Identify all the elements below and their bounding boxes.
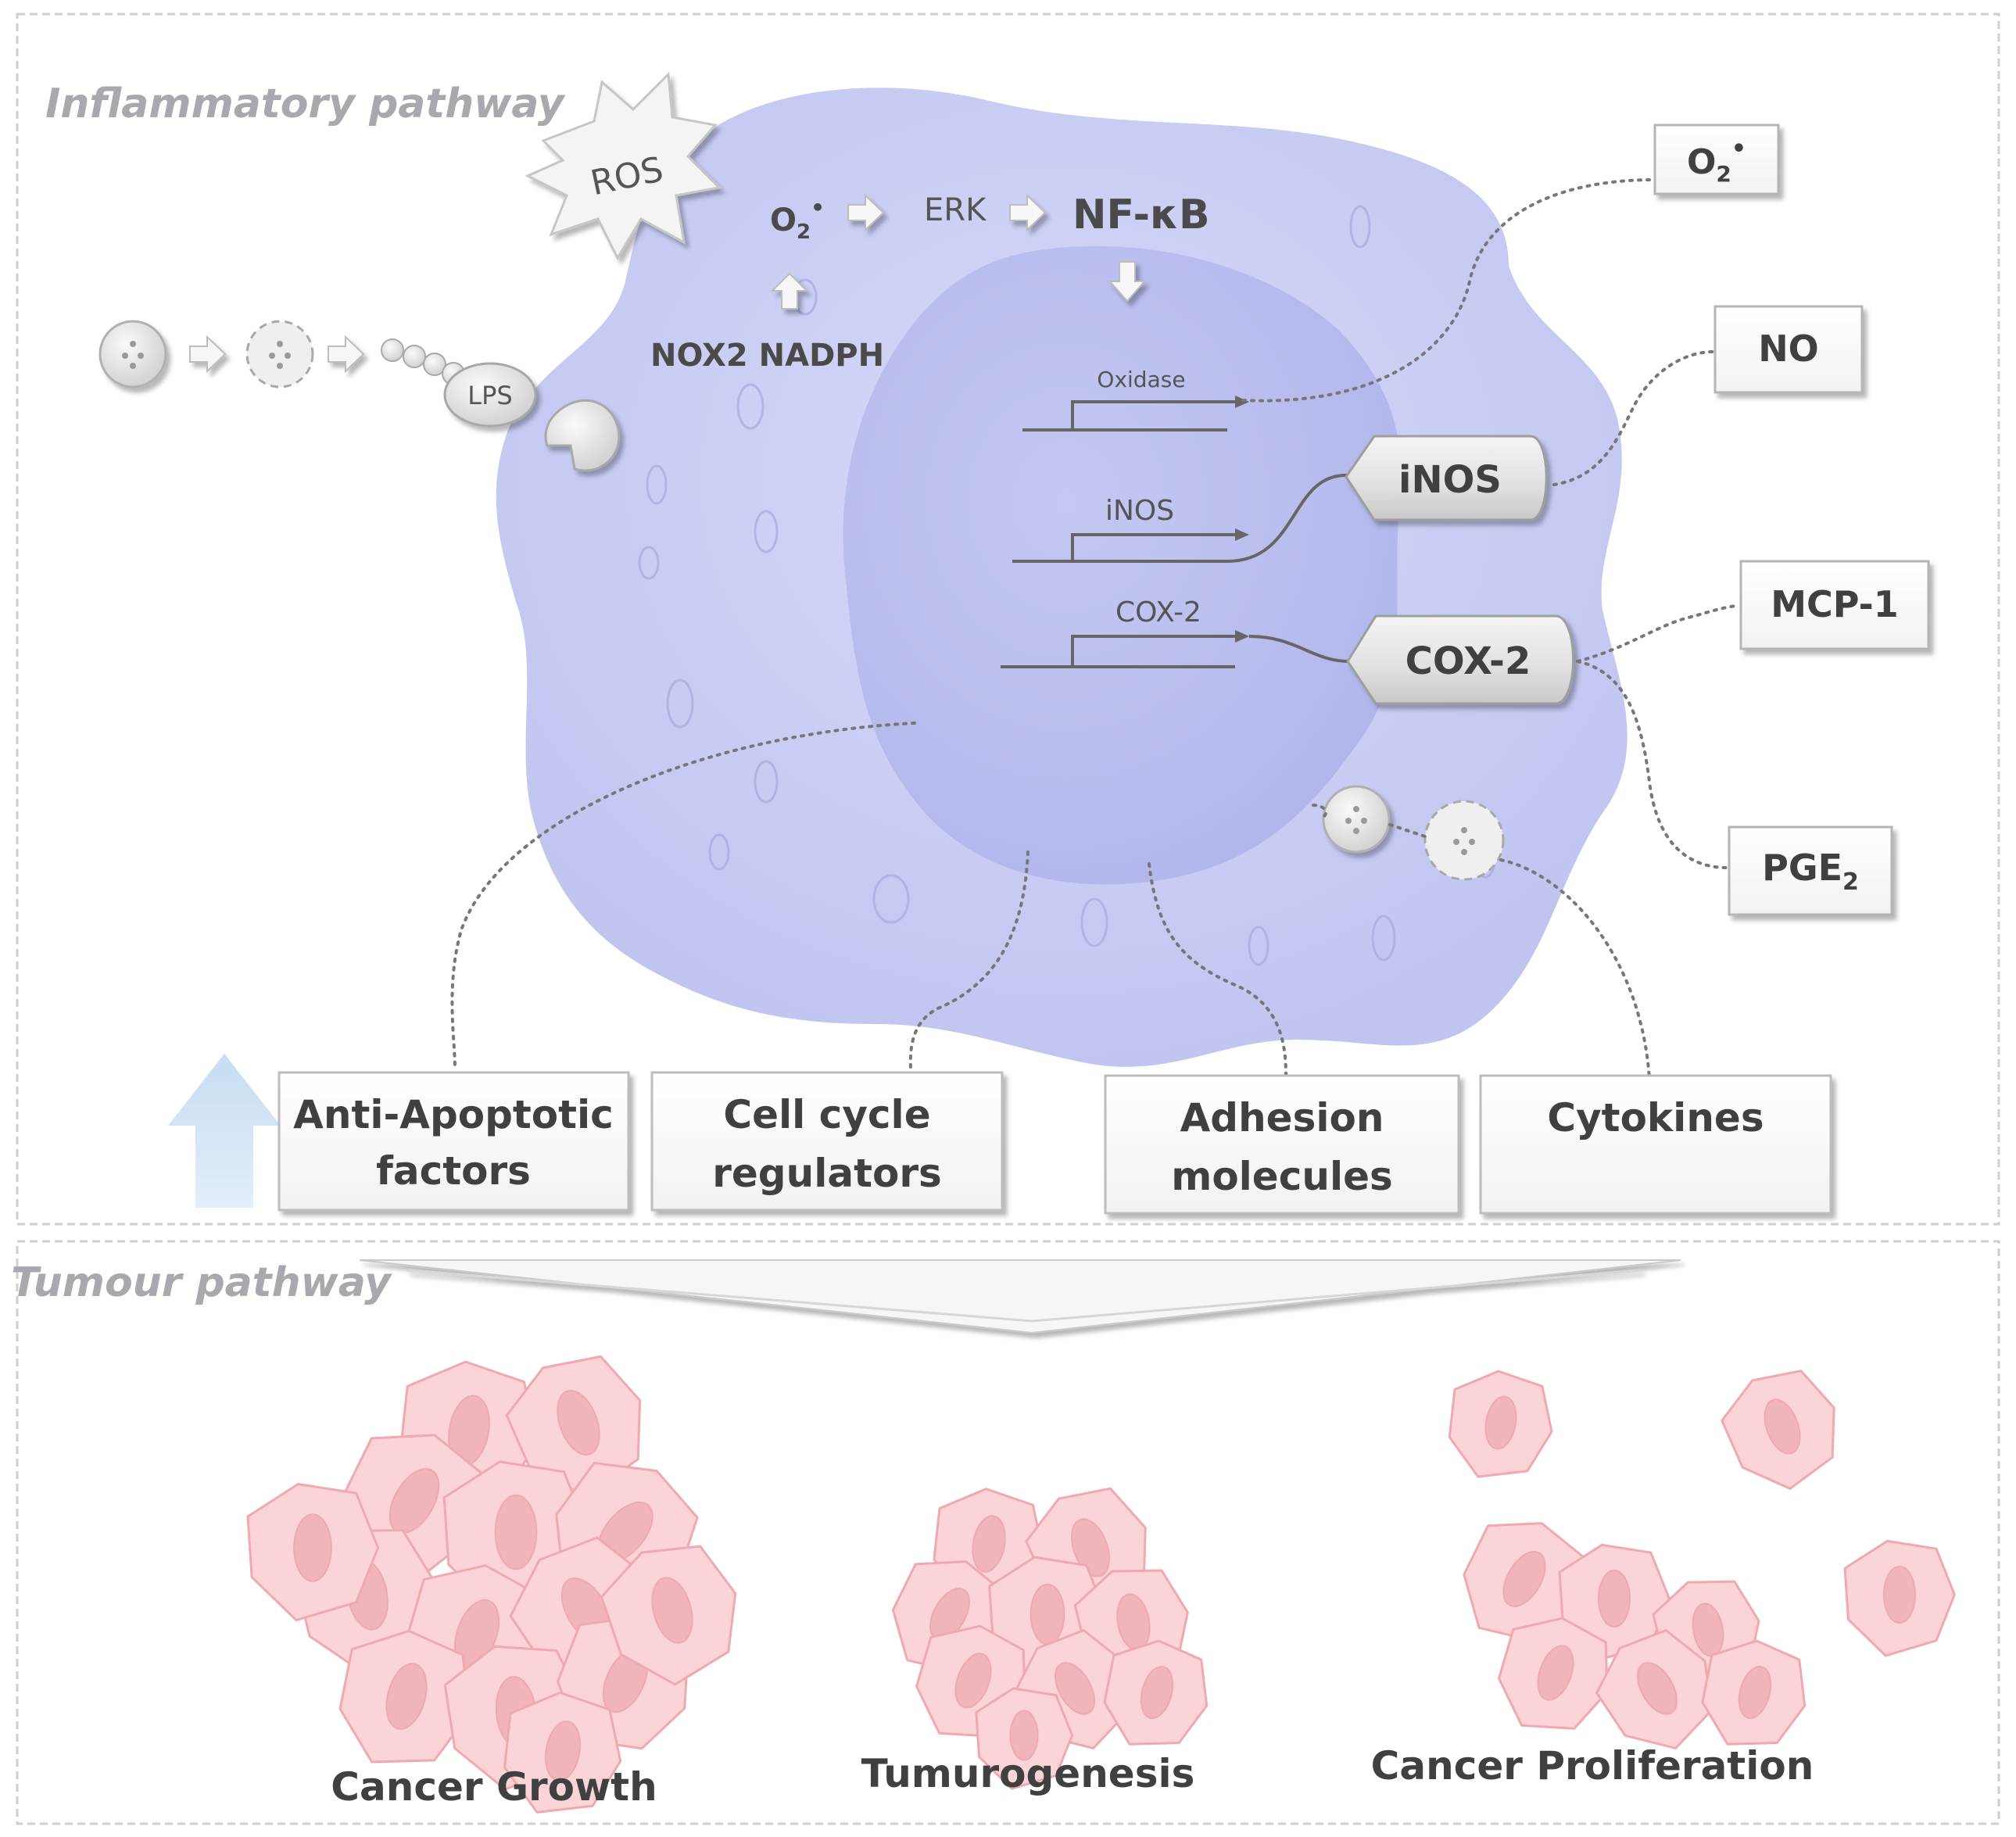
ros-starburst: ROS [525,71,722,261]
cancer-cell-icon [246,1483,380,1622]
cancer-cell-icon [1843,1539,1956,1657]
inflammatory-pathway-title: Inflammatory pathway [45,81,566,127]
outcome-tumurogenesis: Tumurogenesis [861,1751,1195,1796]
factor-anti-apoptotic-line1: Anti-Apoptotic [293,1092,614,1137]
gene-inos-label: iNOS [1105,495,1174,527]
no-product-label: NO [1758,328,1819,370]
cancer-cell-icon [1463,1522,1584,1642]
gene-oxidase: Oxidase [1022,367,1249,431]
factor-box-anti-apoptotic: Anti-Apoptotic factors [278,1071,630,1212]
factor-cell-cycle-line1: Cell cycle [723,1092,930,1137]
cancer-cell-icon [338,1629,471,1764]
gene-cox2: COX-2 [1001,596,1353,668]
tumour-section-frame [16,1240,2000,1825]
factor-adhesion-line2: molecules [1171,1154,1393,1199]
cancer-cell-icon [505,1355,642,1498]
nox2-label: NOX2 NADPH [650,338,884,374]
upregulation-arrow-icon [168,1054,281,1208]
factor-adhesion-line1: Adhesion [1180,1095,1384,1141]
no-product-box: NO [1713,305,1864,394]
mcp1-product-label: MCP-1 [1771,583,1899,625]
arrow-right-icon [189,335,227,374]
mcp1-product-box: MCP-1 [1739,560,1930,650]
cancer-cell-icon [1498,1617,1609,1730]
cytokine-vesicle-icon [1423,800,1505,881]
factor-anti-apoptotic-line2: factors [376,1148,531,1194]
factor-cell-cycle-line2: regulators [712,1151,942,1196]
cancer-cluster-tumurogenesis [891,1487,1209,1790]
cancer-cluster-growth [246,1355,737,1814]
cancer-cell-icon [503,1691,622,1814]
cancer-cluster-proliferation [1448,1370,1956,1749]
pge2-product-label: PGE2 [1762,847,1859,896]
factor-box-adhesion: Adhesion molecules [1104,1074,1460,1215]
arrow-up-icon [770,272,809,310]
gene-cox2-label: COX-2 [1115,596,1201,628]
superoxide-product-box: O2• [1653,124,1780,195]
outcome-cancer-proliferation: Cancer Proliferation [1371,1743,1814,1789]
lps-label: LPS [467,381,512,410]
factor-box-cytokines: Cytokines [1479,1074,1832,1215]
tumour-pathway-title: Tumour pathway [11,1259,392,1306]
cancer-cell-icon [1103,1639,1209,1746]
gene-inos: iNOS [1012,474,1351,563]
arrow-right-icon [328,335,365,374]
funnel-chevron [359,1259,1681,1334]
inflammatory-section-frame [16,13,2000,1226]
cancer-cell-icon [1721,1370,1835,1490]
gene-oxidase-label: Oxidase [1097,367,1185,392]
erk-label: ERK [924,192,987,228]
cox2-protein-label: COX-2 [1405,639,1531,683]
outcome-cancer-growth: Cancer Growth [331,1764,657,1810]
inos-protein: iNOS [1345,435,1548,521]
lps-molecule [443,362,537,428]
cox2-protein: COX-2 [1346,614,1574,705]
lps-entry-path: LPS [98,320,621,472]
vesicle-icon [98,320,167,389]
inos-protein-label: iNOS [1398,458,1502,502]
cancer-cell-icon [975,1687,1074,1790]
cancer-cell-icon [1701,1639,1807,1746]
receptor-icon [544,399,621,472]
arrow-right-icon [847,193,885,232]
arrow-right-icon [1009,193,1047,232]
arrow-down-icon [1108,261,1147,303]
factor-box-cell-cycle: Cell cycle regulators [650,1071,1004,1212]
cytokine-vesicle-icon [1322,785,1391,854]
cancer-cell-icon [600,1545,737,1686]
nucleus [843,245,1402,885]
nfkb-label: NF-κB [1072,192,1210,238]
superoxide-internal: O2• [770,195,825,244]
factor-cytokines-line1: Cytokines [1547,1095,1764,1141]
cancer-cell-icon [1448,1370,1553,1478]
connector-lines [450,178,1741,1080]
svg-text:O2•: O2• [1687,135,1746,187]
vesicle-icon [245,320,314,389]
cancer-cell-icon [1595,1629,1713,1749]
pge2-product-box: PGE2 [1728,825,1893,916]
